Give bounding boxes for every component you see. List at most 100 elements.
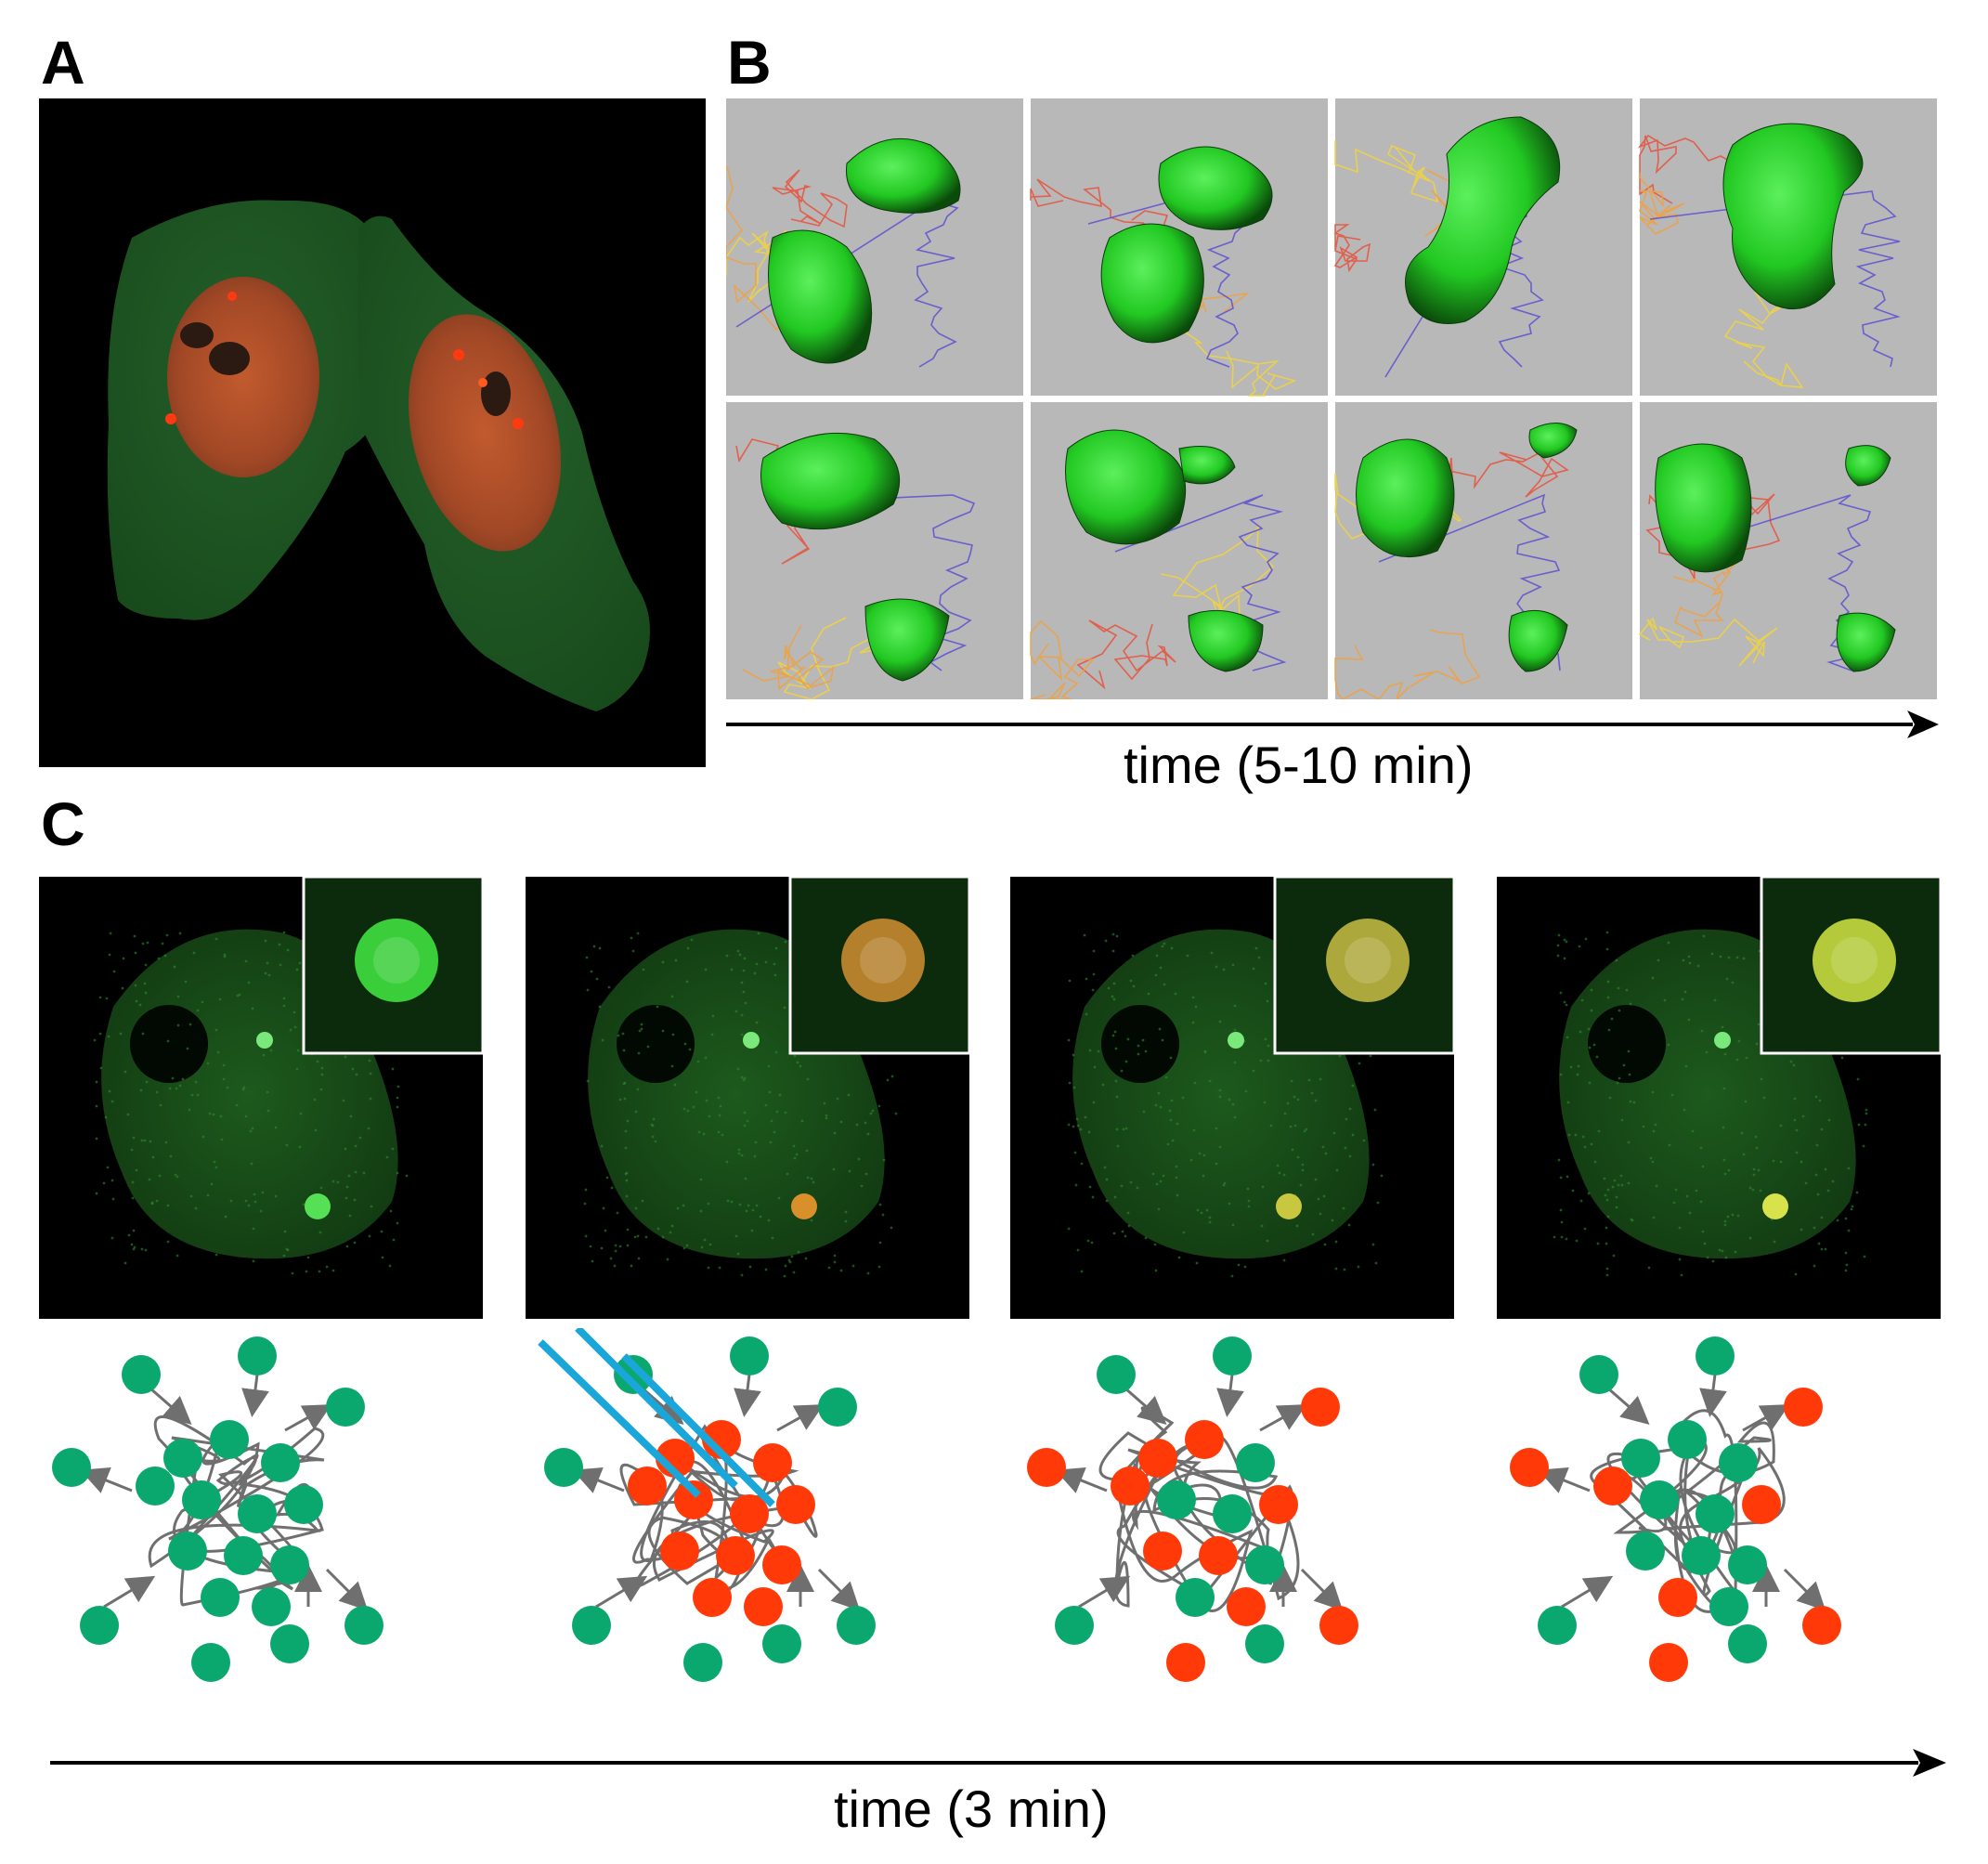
rendered-domain — [1065, 429, 1187, 545]
laser-line — [621, 1353, 775, 1507]
flux-arrow — [595, 1575, 648, 1609]
molecule — [252, 1587, 291, 1626]
molecule — [1138, 1439, 1177, 1478]
flux-arrow — [642, 1387, 684, 1425]
right-focus-3 — [513, 418, 524, 429]
molecule — [344, 1606, 383, 1645]
molecule — [1696, 1494, 1735, 1533]
rendered-domain — [864, 598, 950, 682]
rendered-domain — [1100, 223, 1204, 344]
molecule — [1236, 1443, 1275, 1482]
rendered-domain — [1845, 445, 1891, 487]
render-frame — [1030, 98, 1328, 397]
right-focus-2 — [478, 378, 487, 387]
zoom-inset — [1273, 877, 1456, 1055]
panel-c-micrograph-row — [39, 877, 1943, 1319]
render-frame — [1030, 402, 1328, 699]
panel-c-time-label: time (3 min) — [834, 1779, 1109, 1838]
render-frame — [1637, 98, 1937, 396]
molecule — [261, 1443, 300, 1482]
molecule — [1166, 1643, 1205, 1682]
rendered-domain — [1528, 423, 1578, 459]
track-line — [1164, 308, 1297, 397]
tracked-focus — [791, 1193, 817, 1219]
molecule — [136, 1466, 175, 1506]
molecule — [1658, 1578, 1697, 1617]
molecule — [1097, 1355, 1136, 1394]
flux-arrow — [1538, 1466, 1591, 1493]
molecule — [614, 1355, 653, 1394]
schematic-panel — [1510, 1336, 1841, 1682]
molecule — [1176, 1578, 1215, 1617]
molecule — [1259, 1485, 1298, 1524]
laser-line — [575, 1328, 738, 1489]
molecule — [1185, 1420, 1224, 1459]
molecule — [1696, 1336, 1735, 1375]
molecule — [544, 1448, 583, 1487]
rendered-domain — [1356, 438, 1455, 558]
rendered-domain — [1836, 612, 1896, 672]
molecule — [716, 1536, 755, 1575]
right-focus-1 — [453, 349, 464, 360]
molecule — [1319, 1606, 1358, 1645]
molecule — [1510, 1448, 1549, 1487]
render-frame — [726, 402, 1023, 699]
panel-b-letter: B — [727, 28, 772, 97]
molecule — [1742, 1485, 1781, 1524]
molecule — [1709, 1587, 1748, 1626]
molecule — [80, 1606, 119, 1645]
molecule — [660, 1532, 699, 1571]
flux-arrow — [1561, 1575, 1614, 1609]
flux-arrow — [776, 1404, 825, 1432]
molecule — [837, 1606, 876, 1645]
rendered-domain — [1188, 609, 1264, 672]
nucleolus — [1588, 1005, 1666, 1083]
panel-c-time-arrow — [50, 1749, 1946, 1777]
molecule — [284, 1485, 323, 1524]
flux-arrow — [1216, 1374, 1244, 1417]
schematic-panel — [52, 1336, 383, 1682]
track-line — [772, 169, 848, 228]
flux-arrow — [325, 1568, 369, 1611]
panel-c-schematic-row — [52, 1328, 1841, 1682]
rendered-domain — [846, 137, 961, 214]
panel-a-micrograph — [39, 98, 706, 767]
molecule — [1649, 1643, 1688, 1682]
molecule — [168, 1532, 207, 1571]
track-line — [1030, 619, 1095, 699]
molecule — [52, 1448, 91, 1487]
tracked-focus — [1276, 1193, 1302, 1219]
track-line — [1683, 494, 1872, 671]
molecule — [693, 1578, 732, 1617]
schematic-panel — [538, 1328, 876, 1682]
rendered-domain — [1655, 443, 1752, 573]
left-focus-1 — [227, 292, 237, 301]
molecule — [201, 1578, 240, 1617]
molecule — [1728, 1624, 1767, 1663]
molecule — [1301, 1388, 1340, 1427]
molecule — [1802, 1606, 1841, 1645]
flux-arrow — [1742, 1404, 1790, 1432]
track-line — [1723, 291, 1804, 388]
panel-c-letter: C — [41, 789, 85, 858]
render-frame — [1638, 402, 1937, 699]
panel-b-time-label: time (5-10 min) — [1124, 736, 1474, 794]
molecule — [1626, 1532, 1665, 1571]
molecule — [1668, 1420, 1707, 1459]
molecule — [1538, 1606, 1577, 1645]
molecule — [1213, 1336, 1252, 1375]
track-line — [1638, 617, 1778, 667]
rendered-domain — [1158, 146, 1273, 230]
track-line — [735, 190, 959, 368]
small-focus — [1228, 1032, 1244, 1049]
molecule — [122, 1355, 161, 1394]
molecule — [628, 1466, 667, 1506]
nucleolus — [1101, 1005, 1179, 1083]
molecule — [1213, 1494, 1252, 1533]
rendered-domain — [1722, 123, 1864, 310]
track-line — [1334, 140, 1439, 203]
flux-arrow — [572, 1466, 625, 1493]
molecule — [753, 1443, 792, 1482]
molecule — [1055, 1606, 1094, 1645]
flux-arrow — [1078, 1575, 1131, 1609]
